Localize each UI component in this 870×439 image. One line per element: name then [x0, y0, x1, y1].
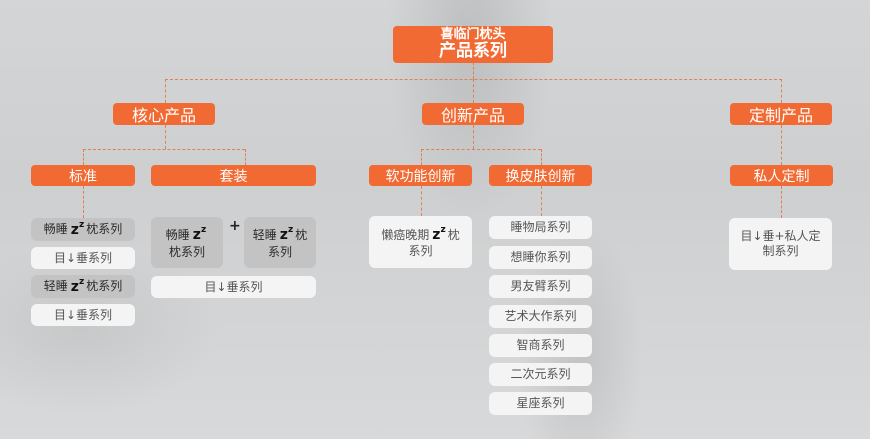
leaf-item: 想睡你系列 [489, 246, 592, 269]
leaf-text: 枕系列 [86, 222, 123, 236]
leaf-item: 二次元系列 [489, 363, 592, 386]
root-brand: 喜临门枕头 [440, 27, 506, 42]
category-label: 定制产品 [748, 106, 813, 125]
subcategory-private-custom: 私人定制 [730, 165, 833, 186]
subcategory-label: 软功能创新 [385, 168, 456, 185]
leaf-item: 目↓垂系列 [151, 276, 316, 298]
connector [473, 79, 474, 103]
leaf-text: 系列 [267, 244, 292, 259]
category-custom: 定制产品 [730, 103, 832, 125]
connector [165, 125, 166, 149]
zz-sleep-icon: zz [279, 225, 294, 244]
leaf-text: 枕系列 [86, 279, 123, 293]
leaf-text: 轻睡 [252, 228, 277, 243]
leaf-item: 星座系列 [489, 392, 592, 415]
zz-sleep-icon: zz [70, 276, 85, 295]
subcategory-label: 套装 [219, 168, 248, 185]
category-label: 创新产品 [440, 106, 505, 125]
leaf-text: 艺术大作系列 [504, 309, 577, 323]
root-node: 喜临门枕头 产品系列 [393, 26, 553, 63]
leaf-item: 目↓垂系列 [31, 304, 135, 326]
connector [541, 149, 542, 165]
subcategory-label: 私人定制 [753, 168, 810, 185]
connector [473, 125, 474, 149]
subcategory-standard: 标准 [31, 165, 135, 186]
connector [781, 125, 782, 165]
connector [781, 79, 782, 103]
connector [83, 186, 84, 218]
leaf-item: 男友臂系列 [489, 275, 592, 298]
connector [781, 186, 782, 218]
leaf-item: 目↓垂系列 [31, 247, 135, 269]
zz-sleep-icon: zz [192, 225, 207, 244]
leaf-text: 懒癌晚期 [381, 227, 430, 242]
subcategory-soft-function: 软功能创新 [369, 165, 472, 186]
category-innovation: 创新产品 [422, 103, 524, 125]
connector [83, 149, 245, 150]
connector [541, 186, 542, 216]
connector [421, 186, 422, 216]
leaf-text: 目↓垂系列 [204, 279, 263, 294]
zz-sleep-icon: zz [432, 224, 446, 243]
root-title: 产品系列 [439, 41, 507, 62]
leaf-item: 艺术大作系列 [489, 305, 592, 328]
leaf-item: 睡物局系列 [489, 216, 592, 239]
connector [245, 149, 246, 165]
leaf-text: 想睡你系列 [510, 250, 571, 264]
subcategory-label: 换皮肤创新 [505, 168, 576, 185]
leaf-text: 轻睡 [43, 279, 68, 293]
connector [421, 149, 422, 165]
leaf-text: 二次元系列 [510, 367, 571, 381]
connector [83, 149, 84, 165]
category-label: 核心产品 [131, 106, 196, 125]
leaf-text: 睡物局系列 [510, 220, 571, 234]
leaf-item: 目↓垂+私人定制系列 [729, 218, 832, 270]
leaf-text: 畅睡 [43, 222, 68, 236]
leaf-text: 枕系列 [168, 244, 205, 259]
leaf-item: 智商系列 [489, 334, 592, 357]
zz-sleep-icon: zz [70, 219, 85, 238]
leaf-text: 男友臂系列 [510, 279, 571, 293]
leaf-text: 星座系列 [516, 396, 565, 410]
leaf-text: 目↓垂+私人定制系列 [740, 229, 821, 258]
leaf-text: 目↓垂系列 [53, 307, 113, 322]
subcategory-set: 套装 [151, 165, 316, 186]
connector [473, 62, 474, 79]
leaf-text: 系列 [408, 244, 433, 259]
leaf-text: 目↓垂系列 [53, 250, 113, 265]
connector [421, 149, 541, 150]
plus-symbol: + [229, 218, 241, 234]
subcategory-label: 标准 [69, 168, 97, 185]
leaf-text: 畅睡 [165, 228, 190, 243]
connector [165, 79, 166, 103]
category-core: 核心产品 [113, 103, 215, 125]
subcategory-skin: 换皮肤创新 [489, 165, 592, 186]
leaf-text: 智商系列 [516, 338, 565, 352]
